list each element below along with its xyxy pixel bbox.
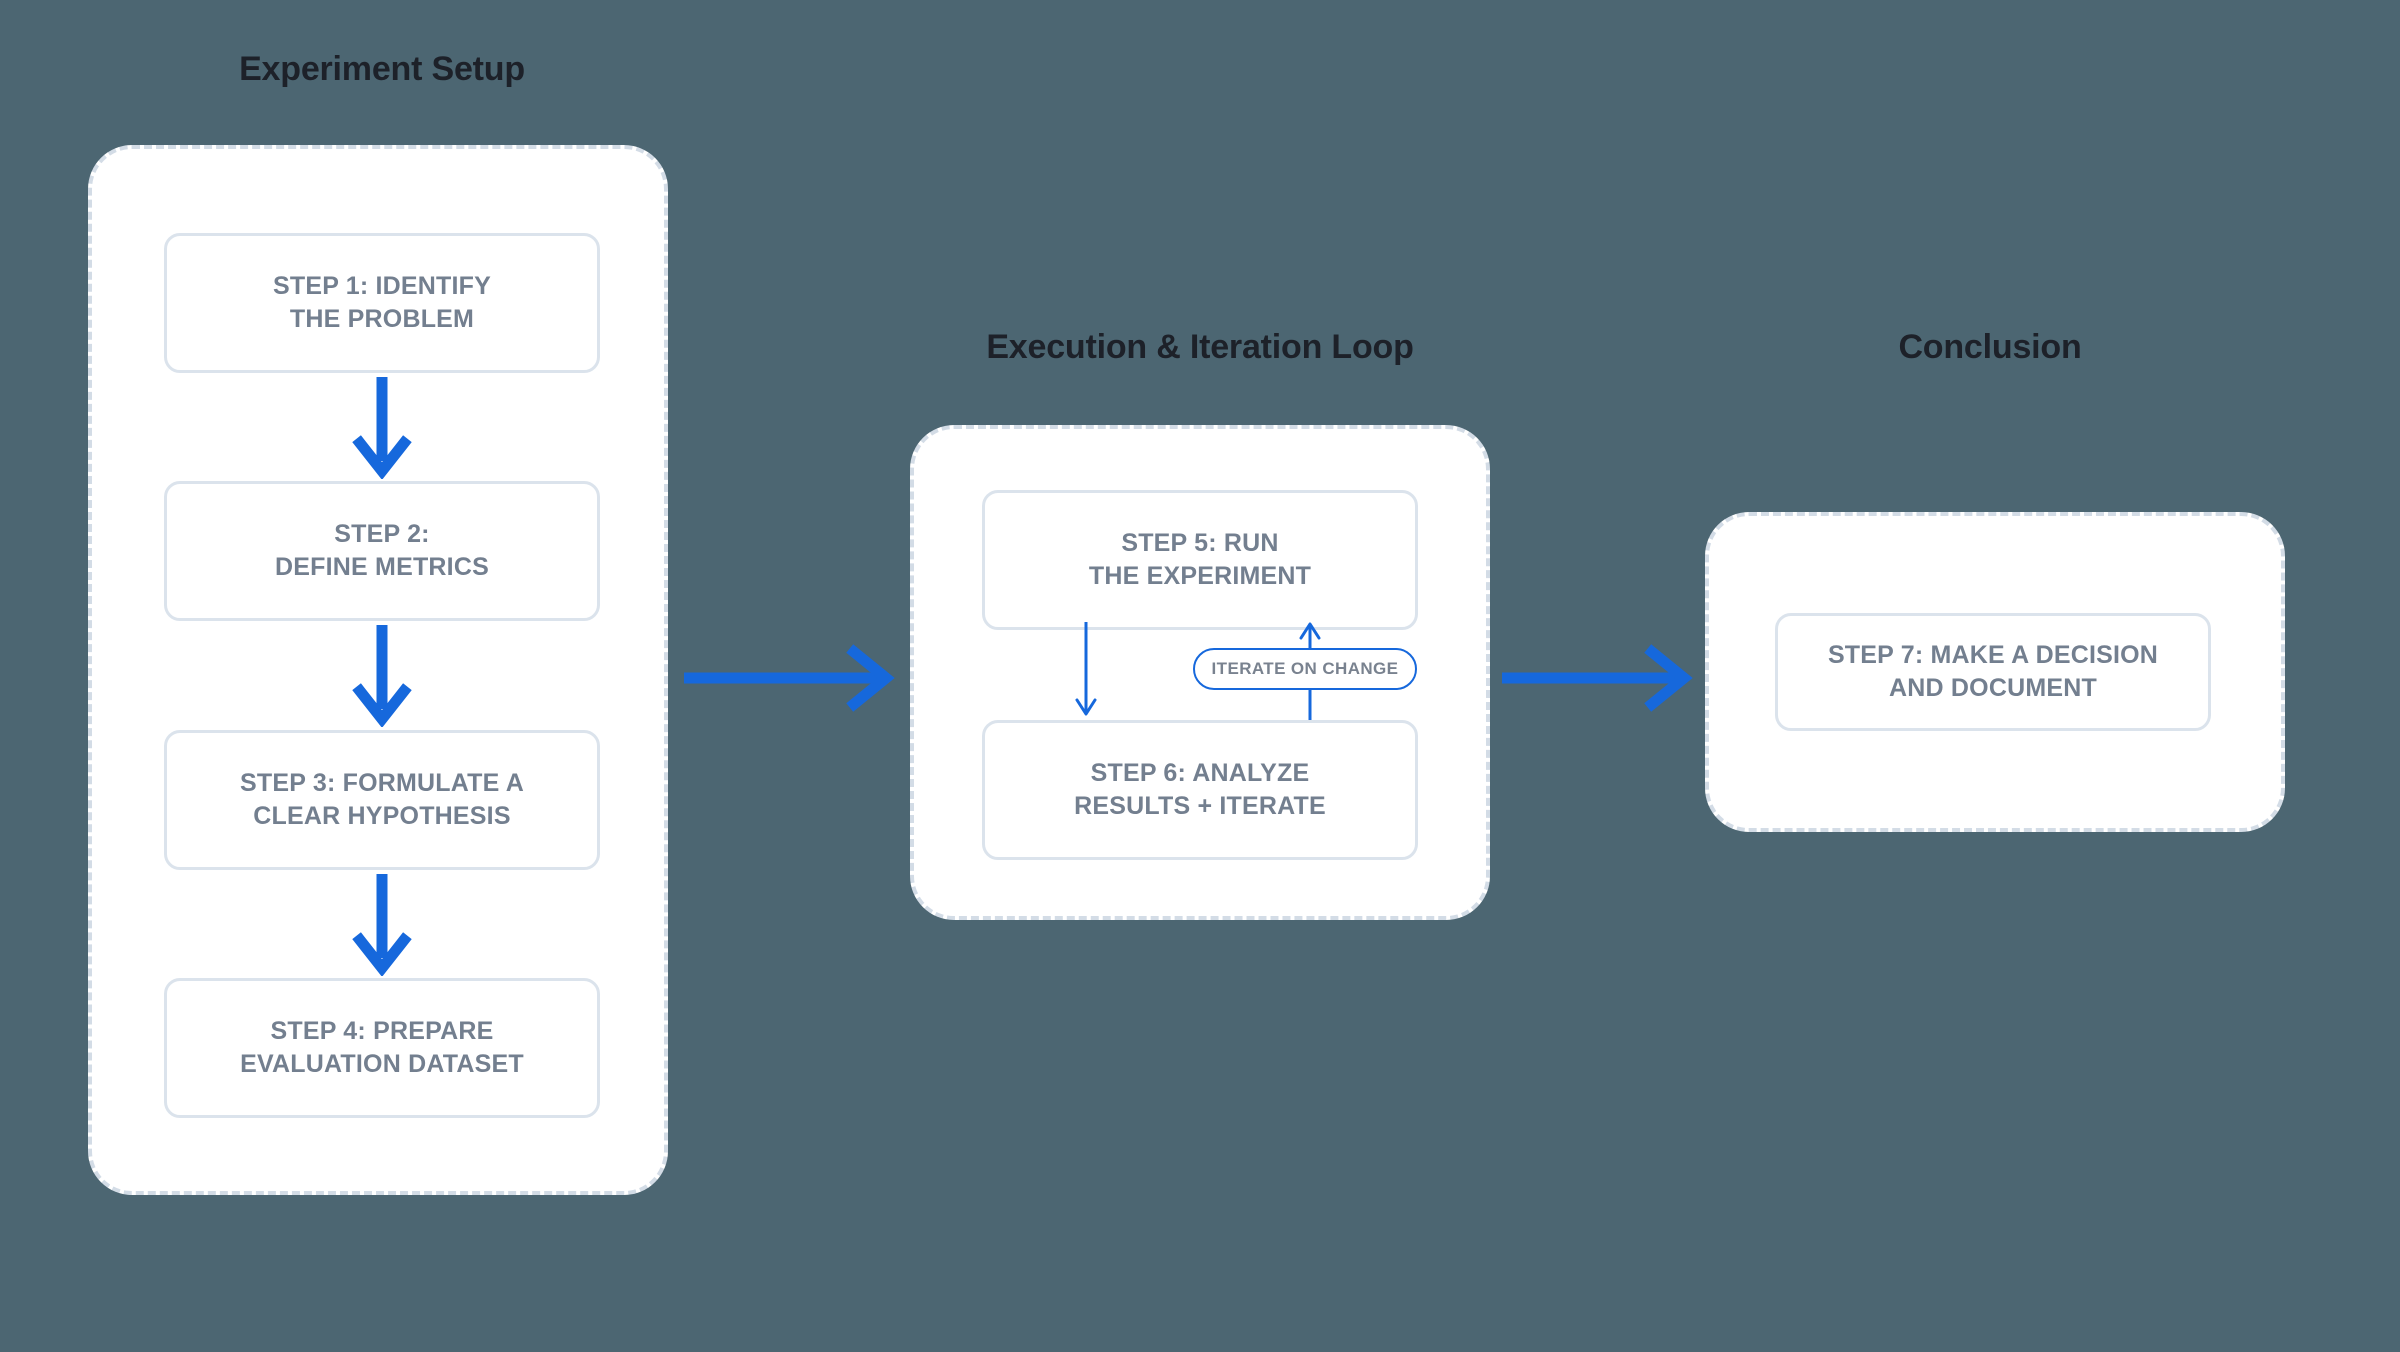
step-2-line-1: STEP 2: [334, 520, 430, 548]
step-1-line-2: THE PROBLEM [289, 305, 475, 333]
step-box-7[interactable]: STEP 7: MAKE A DECISION AND DOCUMENT [1775, 613, 2211, 731]
step-box-3[interactable]: STEP 3: FORMULATE A CLEAR HYPOTHESIS [164, 730, 600, 870]
step-box-6[interactable]: STEP 6: ANALYZE RESULTS + ITERATE [982, 720, 1418, 860]
iterate-on-change-label: ITERATE ON CHANGE [1211, 659, 1399, 678]
step-box-1[interactable]: STEP 1: IDENTIFY THE PROBLEM [164, 233, 600, 373]
step-7-line-1: STEP 7: MAKE A DECISION [1827, 641, 2159, 669]
arrow-down-step2-to-step3 [352, 625, 412, 727]
step-5-line-1: STEP 5: RUN [1121, 529, 1279, 557]
step-4-line-1: STEP 4: PREPARE [270, 1017, 494, 1045]
group-title-conclusion: Conclusion [1898, 328, 2082, 366]
step-4-line-2: EVALUATION DATASET [240, 1050, 524, 1078]
arrow-right-setup-to-loop [684, 644, 895, 712]
step-box-4[interactable]: STEP 4: PREPARE EVALUATION DATASET [164, 978, 600, 1118]
arrow-down-step3-to-step4 [352, 874, 412, 976]
step-2-line-2: DEFINE METRICS [275, 553, 489, 581]
step-7-line-2: AND DOCUMENT [1889, 674, 2097, 702]
step-5-line-2: THE EXPERIMENT [1088, 562, 1312, 590]
step-box-5[interactable]: STEP 5: RUN THE EXPERIMENT [982, 490, 1418, 630]
step-3-line-1: STEP 3: FORMULATE A [240, 769, 524, 797]
step-3-line-2: CLEAR HYPOTHESIS [253, 802, 511, 830]
group-title-execution-iteration-loop: Execution & Iteration Loop [986, 328, 1414, 366]
arrow-right-loop-to-conclusion [1502, 644, 1693, 712]
step-1-line-1: STEP 1: IDENTIFY [272, 272, 492, 300]
iterate-on-change-pill[interactable]: ITERATE ON CHANGE [1193, 648, 1417, 690]
arrow-down-step1-to-step2 [352, 377, 412, 479]
group-title-experiment-setup: Experiment Setup [239, 50, 525, 88]
step-6-line-1: STEP 6: ANALYZE [1090, 759, 1310, 787]
step-6-line-2: RESULTS + ITERATE [1074, 792, 1326, 820]
step-box-2[interactable]: STEP 2: DEFINE METRICS [164, 481, 600, 621]
